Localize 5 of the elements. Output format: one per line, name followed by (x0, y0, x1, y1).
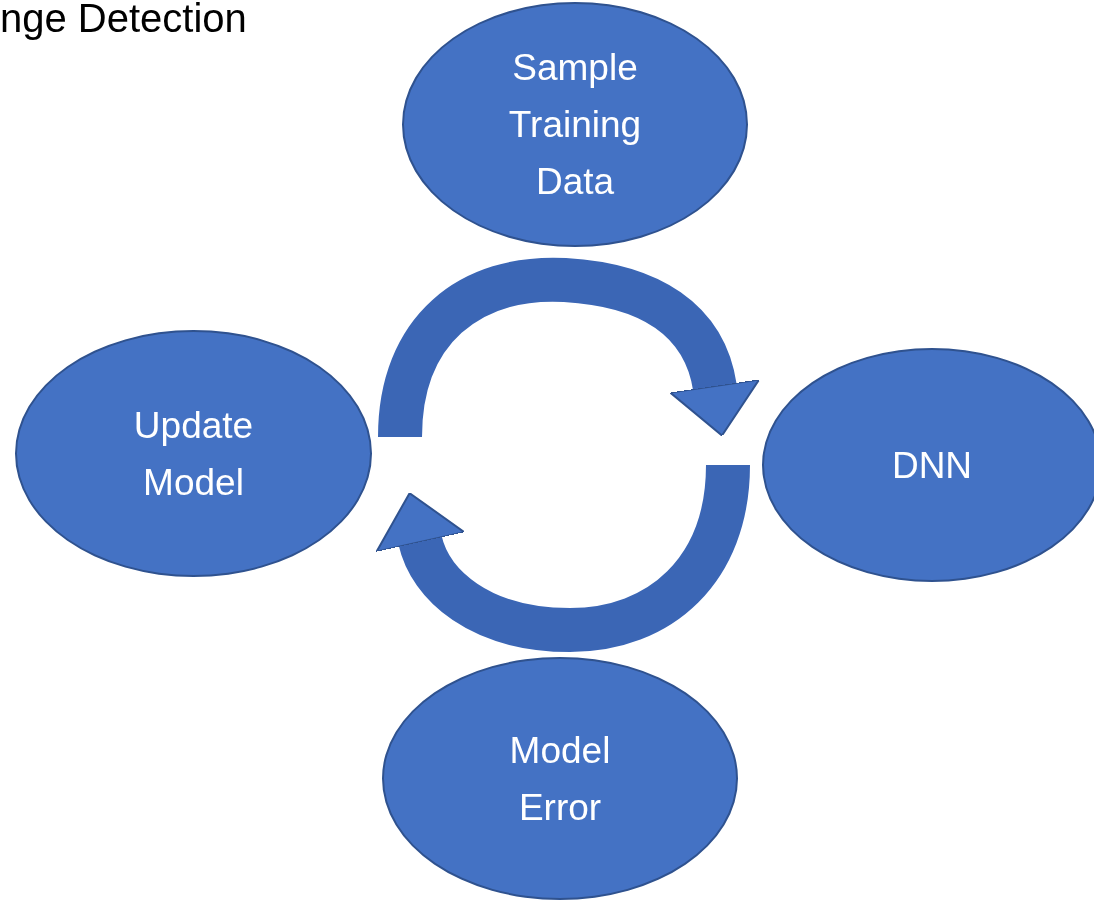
node-label: Sample Training Data (507, 46, 643, 204)
node-label: Model Error (508, 728, 612, 830)
node-label: Update Model (132, 403, 255, 505)
node-label: DNN (891, 443, 973, 488)
title: nge Detection (0, 0, 247, 42)
